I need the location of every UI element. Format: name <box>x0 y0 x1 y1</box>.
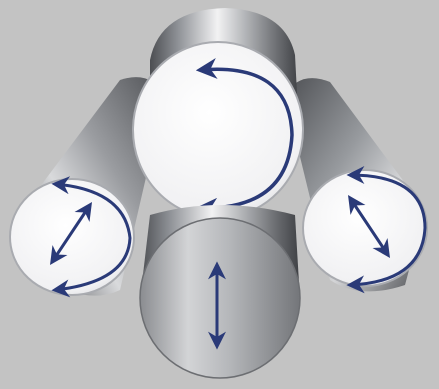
rod-right-face <box>303 170 427 286</box>
rod-right <box>285 78 427 291</box>
rod-top <box>133 8 303 218</box>
rod-left-face <box>10 179 134 295</box>
rod-bottom <box>140 205 300 378</box>
rod-bottom-face <box>140 218 300 378</box>
